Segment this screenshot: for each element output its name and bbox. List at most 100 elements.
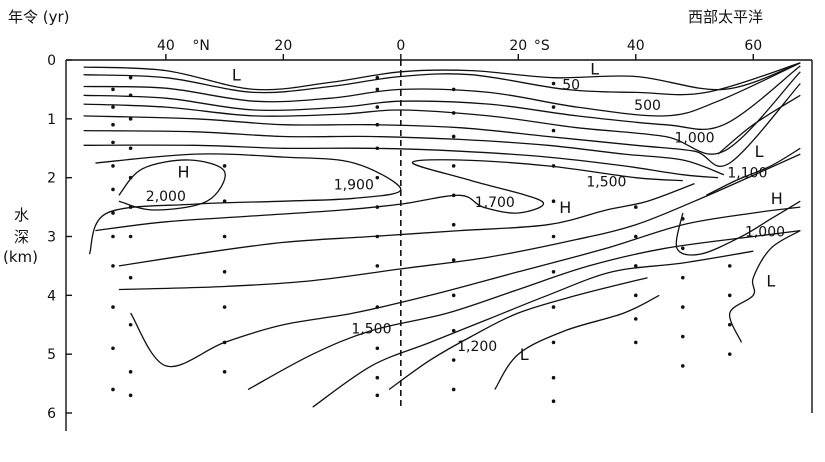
- x-tick-label: 20: [274, 38, 292, 54]
- contour-label: 500: [634, 98, 661, 114]
- sample-point: [111, 105, 115, 109]
- sample-point: [727, 264, 732, 268]
- sample-point: [111, 211, 115, 215]
- depth-label-3: (km): [3, 248, 38, 266]
- sample-point: [451, 293, 456, 298]
- sample-point: [111, 264, 115, 268]
- sample-point: [551, 128, 556, 133]
- sample-point: [111, 387, 115, 392]
- sample-point: [375, 234, 380, 239]
- sample-point: [222, 270, 227, 274]
- y-tick-label: 2: [47, 171, 56, 187]
- contour-label: 1,900: [334, 177, 374, 193]
- sample-point: [451, 222, 456, 227]
- isoline-iso-1700: [95, 159, 683, 232]
- x-tick-label: 60: [744, 38, 762, 54]
- sample-point: [375, 393, 380, 398]
- sample-point: [551, 105, 556, 109]
- sample-point: [727, 322, 732, 327]
- y-tick-label: 1: [47, 112, 56, 128]
- sample-point: [128, 322, 133, 327]
- y-tick-label: 3: [47, 230, 56, 246]
- contour-label: 1,000: [674, 130, 714, 146]
- contour-label: L: [232, 66, 241, 85]
- sample-point: [128, 393, 133, 398]
- sample-point: [551, 270, 556, 274]
- sample-point: [551, 164, 556, 168]
- x-tick-label: °S: [534, 38, 550, 54]
- sample-point: [551, 199, 556, 203]
- sample-point: [680, 217, 685, 221]
- isoline-surface-1: [83, 62, 801, 91]
- contour-label: 1,200: [457, 339, 497, 355]
- sample-point: [633, 264, 638, 268]
- isoline-iso-1200: [388, 277, 648, 391]
- depth-label-2: 深: [14, 228, 29, 246]
- sample-point: [222, 164, 227, 168]
- sample-point: [128, 205, 133, 209]
- sample-point: [375, 264, 380, 268]
- sample-point: [451, 328, 456, 333]
- sample-point: [680, 246, 685, 251]
- sample-point: [451, 111, 456, 115]
- sample-point: [375, 175, 380, 180]
- sample-point: [375, 305, 380, 309]
- sample-point: [451, 164, 456, 168]
- contour-label: H: [177, 163, 189, 182]
- sample-point: [375, 146, 380, 151]
- sample-point: [111, 187, 115, 192]
- sample-point: [128, 75, 133, 80]
- isoline-iso-i: [494, 294, 660, 390]
- contour-label: H: [559, 198, 571, 217]
- contour-label: 1,000: [745, 225, 785, 241]
- isoline-iso-south-L: [729, 230, 801, 343]
- isoline-iso-g: [247, 229, 801, 391]
- contour-label: 1,100: [727, 166, 767, 182]
- sample-point: [680, 364, 685, 368]
- isoline-iso-2000: [118, 159, 226, 211]
- sample-point: [375, 87, 380, 92]
- sample-point: [727, 352, 732, 356]
- contour-label: L: [766, 272, 775, 291]
- sample-point: [128, 370, 133, 374]
- isoline-iso-d: [83, 144, 719, 179]
- contour-label: 1,700: [475, 195, 515, 211]
- y-tick-label: 4: [47, 288, 56, 304]
- isoline-iso-f: [130, 206, 801, 368]
- sample-point: [551, 340, 556, 345]
- sample-point: [128, 234, 133, 239]
- sample-point: [128, 146, 133, 151]
- sample-point: [451, 258, 456, 262]
- sample-point: [551, 375, 556, 380]
- contour-label: L: [520, 345, 529, 364]
- sample-point: [128, 275, 133, 280]
- sample-point: [111, 305, 115, 309]
- sample-point: [451, 193, 456, 198]
- sample-point: [111, 164, 115, 168]
- sample-point: [222, 234, 227, 239]
- contour-label: 1,500: [586, 174, 626, 190]
- sample-point: [222, 199, 227, 203]
- isoline-iso-south-top: [717, 94, 801, 155]
- sample-point: [680, 334, 685, 339]
- age-unit-label: 年令 (yr): [8, 8, 70, 26]
- sample-point: [451, 387, 456, 392]
- sample-point: [128, 117, 133, 121]
- sample-point: [633, 205, 638, 209]
- sample-point: [222, 370, 227, 374]
- sample-point: [551, 81, 556, 86]
- contour-label: 2,000: [146, 189, 186, 205]
- sample-point: [375, 205, 380, 209]
- sample-point: [222, 305, 227, 309]
- y-tick-label: 5: [47, 347, 56, 363]
- sample-point: [111, 346, 115, 351]
- sample-point: [451, 358, 456, 362]
- isoline-iso-h: [312, 250, 754, 408]
- sample-point: [451, 87, 456, 92]
- sample-point: [633, 234, 638, 239]
- sample-point: [633, 317, 638, 321]
- sample-point: [375, 75, 380, 80]
- sample-point: [375, 346, 380, 351]
